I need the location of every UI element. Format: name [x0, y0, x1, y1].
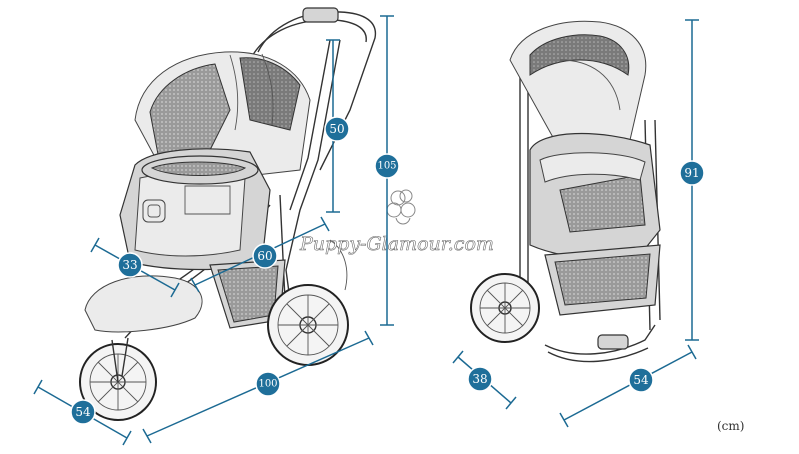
dimension-label: 100 — [258, 379, 277, 390]
dimension-badge-folded-width: 54 — [628, 367, 654, 393]
dimension-badge-folded-depth: 38 — [467, 366, 493, 392]
dimension-label: 50 — [329, 122, 344, 136]
dimension-badge-width: 54 — [70, 399, 96, 425]
dimension-label: 54 — [75, 405, 91, 419]
stroller-open-illustration — [79, 7, 377, 421]
watermark: Puppy-Glamour.com — [299, 189, 494, 255]
dimension-label: 38 — [472, 372, 487, 386]
dimension-label: 33 — [122, 258, 137, 272]
dimension-badge-length: 100 — [255, 371, 281, 397]
dimension-label: 91 — [684, 166, 699, 180]
dimension-badge-folded-height: 91 — [679, 160, 705, 186]
dimension-badge-cabin-depth: 33 — [117, 252, 143, 278]
watermark-text: Puppy-Glamour.com — [299, 233, 494, 255]
right-dimensions: 91 38 54 — [452, 19, 705, 428]
unit-label: (cm) — [717, 419, 744, 433]
left-dimensions: 50 105 33 60 54 — [33, 15, 400, 446]
dimension-badge-total-height: 105 — [374, 153, 400, 179]
dimension-label: 60 — [257, 249, 272, 263]
poodle-logo-icon — [386, 189, 416, 225]
dimension-label: 105 — [377, 161, 396, 172]
stroller-folded-illustration — [470, 20, 661, 363]
dimension-label: 54 — [633, 373, 649, 387]
dimension-badge-cabin-length: 60 — [252, 243, 278, 269]
dimension-badge-handle-to-seat: 50 — [324, 116, 350, 142]
